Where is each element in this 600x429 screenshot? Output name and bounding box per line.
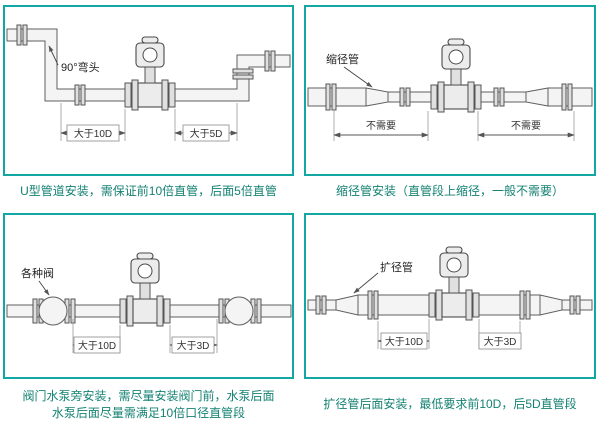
- caption-u-pipe: U型管道安装，需保证前10倍直管，后面5倍直管: [20, 184, 277, 198]
- caption-valve-line2: 水泵后面尽量需满足10倍口径直管段: [51, 406, 246, 420]
- flowmeter: [430, 38, 482, 113]
- dim-label-downstream: 大于5D: [190, 127, 223, 140]
- panel-expander: 扩径管 大于10D 大于3D: [304, 213, 596, 379]
- expander-label: 扩径管: [380, 260, 413, 274]
- dim-label-upstream: 大于10D: [74, 127, 112, 140]
- dim-label-downstream: 大于3D: [484, 335, 517, 348]
- transmitter-dial: [446, 257, 462, 273]
- dim-label-upstream: 大于10D: [78, 339, 116, 352]
- flowmeter: [428, 246, 480, 321]
- u-pipe-run: [6, 28, 291, 102]
- dimensions: 大于10D 大于5D: [60, 103, 238, 142]
- u-pipe-diagram: 90°弯头 大于10D 大于5D: [6, 24, 291, 142]
- valve-left: [38, 296, 68, 326]
- expander-cone-right: [539, 294, 563, 316]
- transmitter-dial: [142, 47, 158, 63]
- dimensions: 大于10D 大于3D: [72, 319, 218, 354]
- caption-valve: 阀门水泵旁安装，需尽量安装阀门前，水泵后面 水泵后面尽量需满足10倍口径直管段: [3, 388, 294, 422]
- panel-valve: 各种阀 大于10D 大于3D: [3, 213, 294, 379]
- reducer-cone-left: [365, 87, 389, 107]
- panel-u-pipe: 90°弯头 大于10D 大于5D: [3, 5, 294, 176]
- dim-label-upstream: 大于10D: [385, 335, 423, 348]
- reducer-diagram: 缩径管 不需要 不需要: [307, 38, 593, 141]
- pipe-flanges: [315, 290, 581, 320]
- valve-label: 各种阀: [21, 266, 54, 280]
- expander-callout: 扩径管: [353, 260, 413, 294]
- elbow-callout: 90°弯头: [48, 45, 100, 74]
- elbow-label: 90°弯头: [61, 60, 100, 74]
- flowmeter: [119, 252, 171, 327]
- reducer-cone-right: [525, 87, 549, 107]
- transmitter-dial: [448, 49, 464, 65]
- dimensions: 不需要 不需要: [333, 111, 575, 141]
- reducer-label: 缩径管: [326, 52, 359, 66]
- expander-cone-left: [335, 294, 359, 316]
- dim-label-upstream: 不需要: [366, 120, 396, 132]
- pipe-flanges: [16, 24, 276, 106]
- reducer-callout: 缩径管: [326, 52, 373, 88]
- pipe-flanges: [325, 83, 573, 111]
- valve-callout: 各种阀: [21, 266, 54, 296]
- caption-valve-line1: 阀门水泵旁安装，需尽量安装阀门前，水泵后面: [22, 389, 275, 403]
- transmitter-dial: [137, 263, 153, 279]
- caption-reducer: 缩径管安装（直管段上缩径，一般不需要）: [335, 184, 564, 198]
- panel-reducer: 缩径管 不需要 不需要: [304, 5, 596, 176]
- valve-right: [224, 296, 254, 326]
- dim-label-downstream: 不需要: [511, 120, 541, 132]
- dimensions: 大于10D 大于3D: [377, 319, 522, 350]
- flowmeter: [124, 36, 176, 111]
- caption-expander: 扩径管后面安装，最低要求前10D，后5D直管段: [323, 397, 577, 411]
- valve-diagram: 各种阀 大于10D 大于3D: [6, 252, 292, 354]
- expander-diagram: 扩径管 大于10D 大于3D: [307, 246, 593, 350]
- dim-label-downstream: 大于3D: [177, 339, 210, 352]
